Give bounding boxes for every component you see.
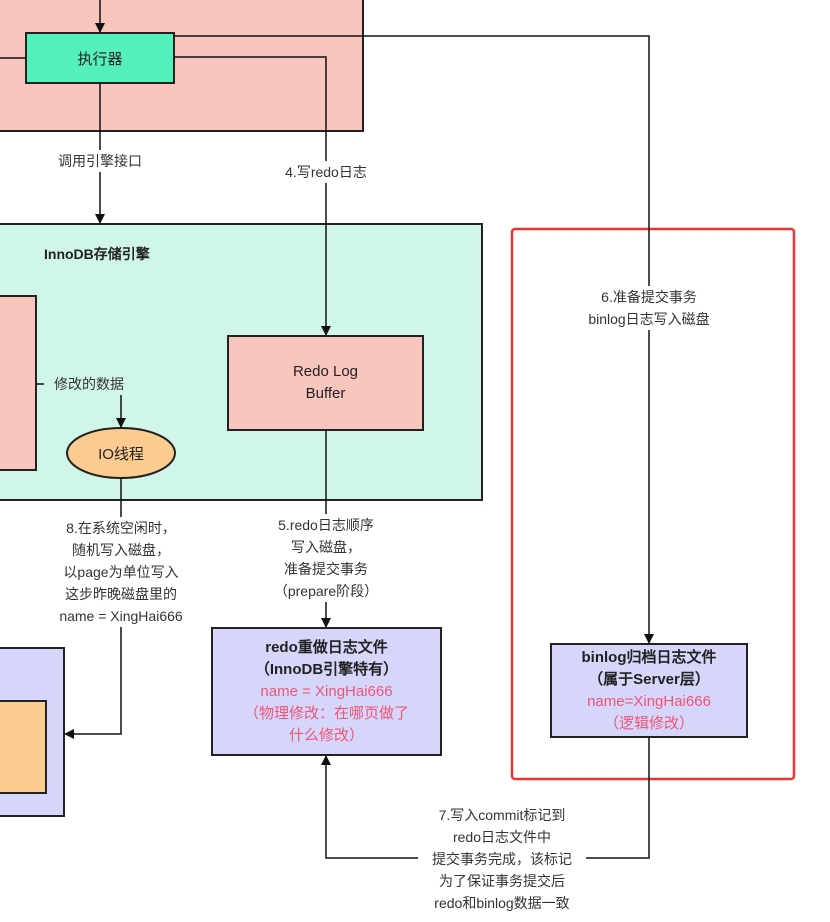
redo-file-label: redo重做日志文件 （InnoDB引擎特有） name = XingHai66… xyxy=(212,628,441,755)
modified-data-label: 修改的数据 xyxy=(44,373,134,395)
prepare-binlog-line-1: 6.准备提交事务 xyxy=(601,289,697,305)
call-engine-label: 调用引擎接口 xyxy=(52,150,148,172)
redo-log-buffer-line-2: Buffer xyxy=(305,385,346,402)
executor-label: 执行器 xyxy=(77,50,123,68)
modified-data-text: 修改的数据 xyxy=(54,376,124,392)
buffer-pool-box xyxy=(0,295,37,471)
prepare-binlog-label: 6.准备提交事务 binlog日志写入磁盘 xyxy=(574,286,724,330)
binlog-file-note: （逻辑修改） xyxy=(603,714,694,732)
commit-line-1: 7.写入commit标记到 xyxy=(438,807,566,823)
highlight-frame xyxy=(510,227,796,781)
binlog-file-box xyxy=(550,643,748,738)
idle-write-label: 8.在系统空闲时， 随机写入磁盘， 以page为单位写入 这步昨晚磁盘里的 na… xyxy=(50,517,192,627)
commit-label: 7.写入commit标记到 redo日志文件中 提交事务完成，该标记 为了保证事… xyxy=(418,804,586,914)
commit-line-3: 提交事务完成，该标记 xyxy=(432,851,572,867)
idle-write-line-2: 随机写入磁盘， xyxy=(72,542,170,558)
prepare-binlog-arrow xyxy=(174,35,654,644)
redo-log-buffer-box xyxy=(227,335,424,431)
redo-log-buffer-line-1: Redo Log xyxy=(292,363,359,380)
idle-write-line-4: 这步昨晚磁盘里的 xyxy=(65,586,177,602)
redo-file-title-1: redo重做日志文件 xyxy=(265,638,388,656)
redo-seq-line-2: 写入磁盘， xyxy=(291,539,361,555)
redo-sequential-label: 5.redo日志顺序 写入磁盘， 准备提交事务 （prepare阶段） xyxy=(256,514,396,602)
data-page-box xyxy=(0,700,47,794)
binlog-file-label: binlog归档日志文件 （属于Server层） name=XingHai666… xyxy=(551,644,747,737)
commit-line-4: 为了保证事务提交后 xyxy=(439,873,565,889)
binlog-file-value: name=XingHai666 xyxy=(587,692,711,710)
idle-write-line-3: 以page为单位写入 xyxy=(63,564,179,580)
redo-log-buffer-label: Redo Log Buffer xyxy=(228,336,423,430)
prepare-binlog-line-2: binlog日志写入磁盘 xyxy=(588,311,710,327)
binlog-file-title-2: （属于Server层） xyxy=(588,670,710,688)
redo-file-title-2: （InnoDB引擎特有） xyxy=(254,660,399,678)
redo-file-note-1: （物理修改：在哪页做了 xyxy=(243,704,409,722)
commit-line-5: redo和binlog数据一致 xyxy=(434,895,570,911)
write-redo-arrow xyxy=(174,56,331,336)
redo-seq-line-1: 5.redo日志顺序 xyxy=(278,517,374,533)
redo-seq-line-3: 准备提交事务 xyxy=(284,561,368,577)
redo-file-value: name = XingHai666 xyxy=(260,682,393,700)
io-thread-label: IO线程 xyxy=(98,445,144,463)
commit-line-2: redo日志文件中 xyxy=(452,829,552,845)
innodb-title: InnoDB存储引擎 xyxy=(44,246,150,262)
executor-box xyxy=(25,32,175,84)
write-redo-label: 4.写redo日志 xyxy=(278,161,374,183)
binlog-file-title-1: binlog归档日志文件 xyxy=(581,648,717,666)
idle-write-line-1: 8.在系统空闲时， xyxy=(66,520,176,536)
executor-label-wrap: 执行器 xyxy=(26,33,174,83)
redo-file-note-2: 什么修改） xyxy=(288,726,364,744)
io-thread-label-wrap: IO线程 xyxy=(67,428,175,478)
idle-write-line-5: name = XingHai666 xyxy=(59,608,183,624)
redo-seq-line-4: （prepare阶段） xyxy=(273,583,379,599)
redo-log-file-box xyxy=(211,627,442,756)
